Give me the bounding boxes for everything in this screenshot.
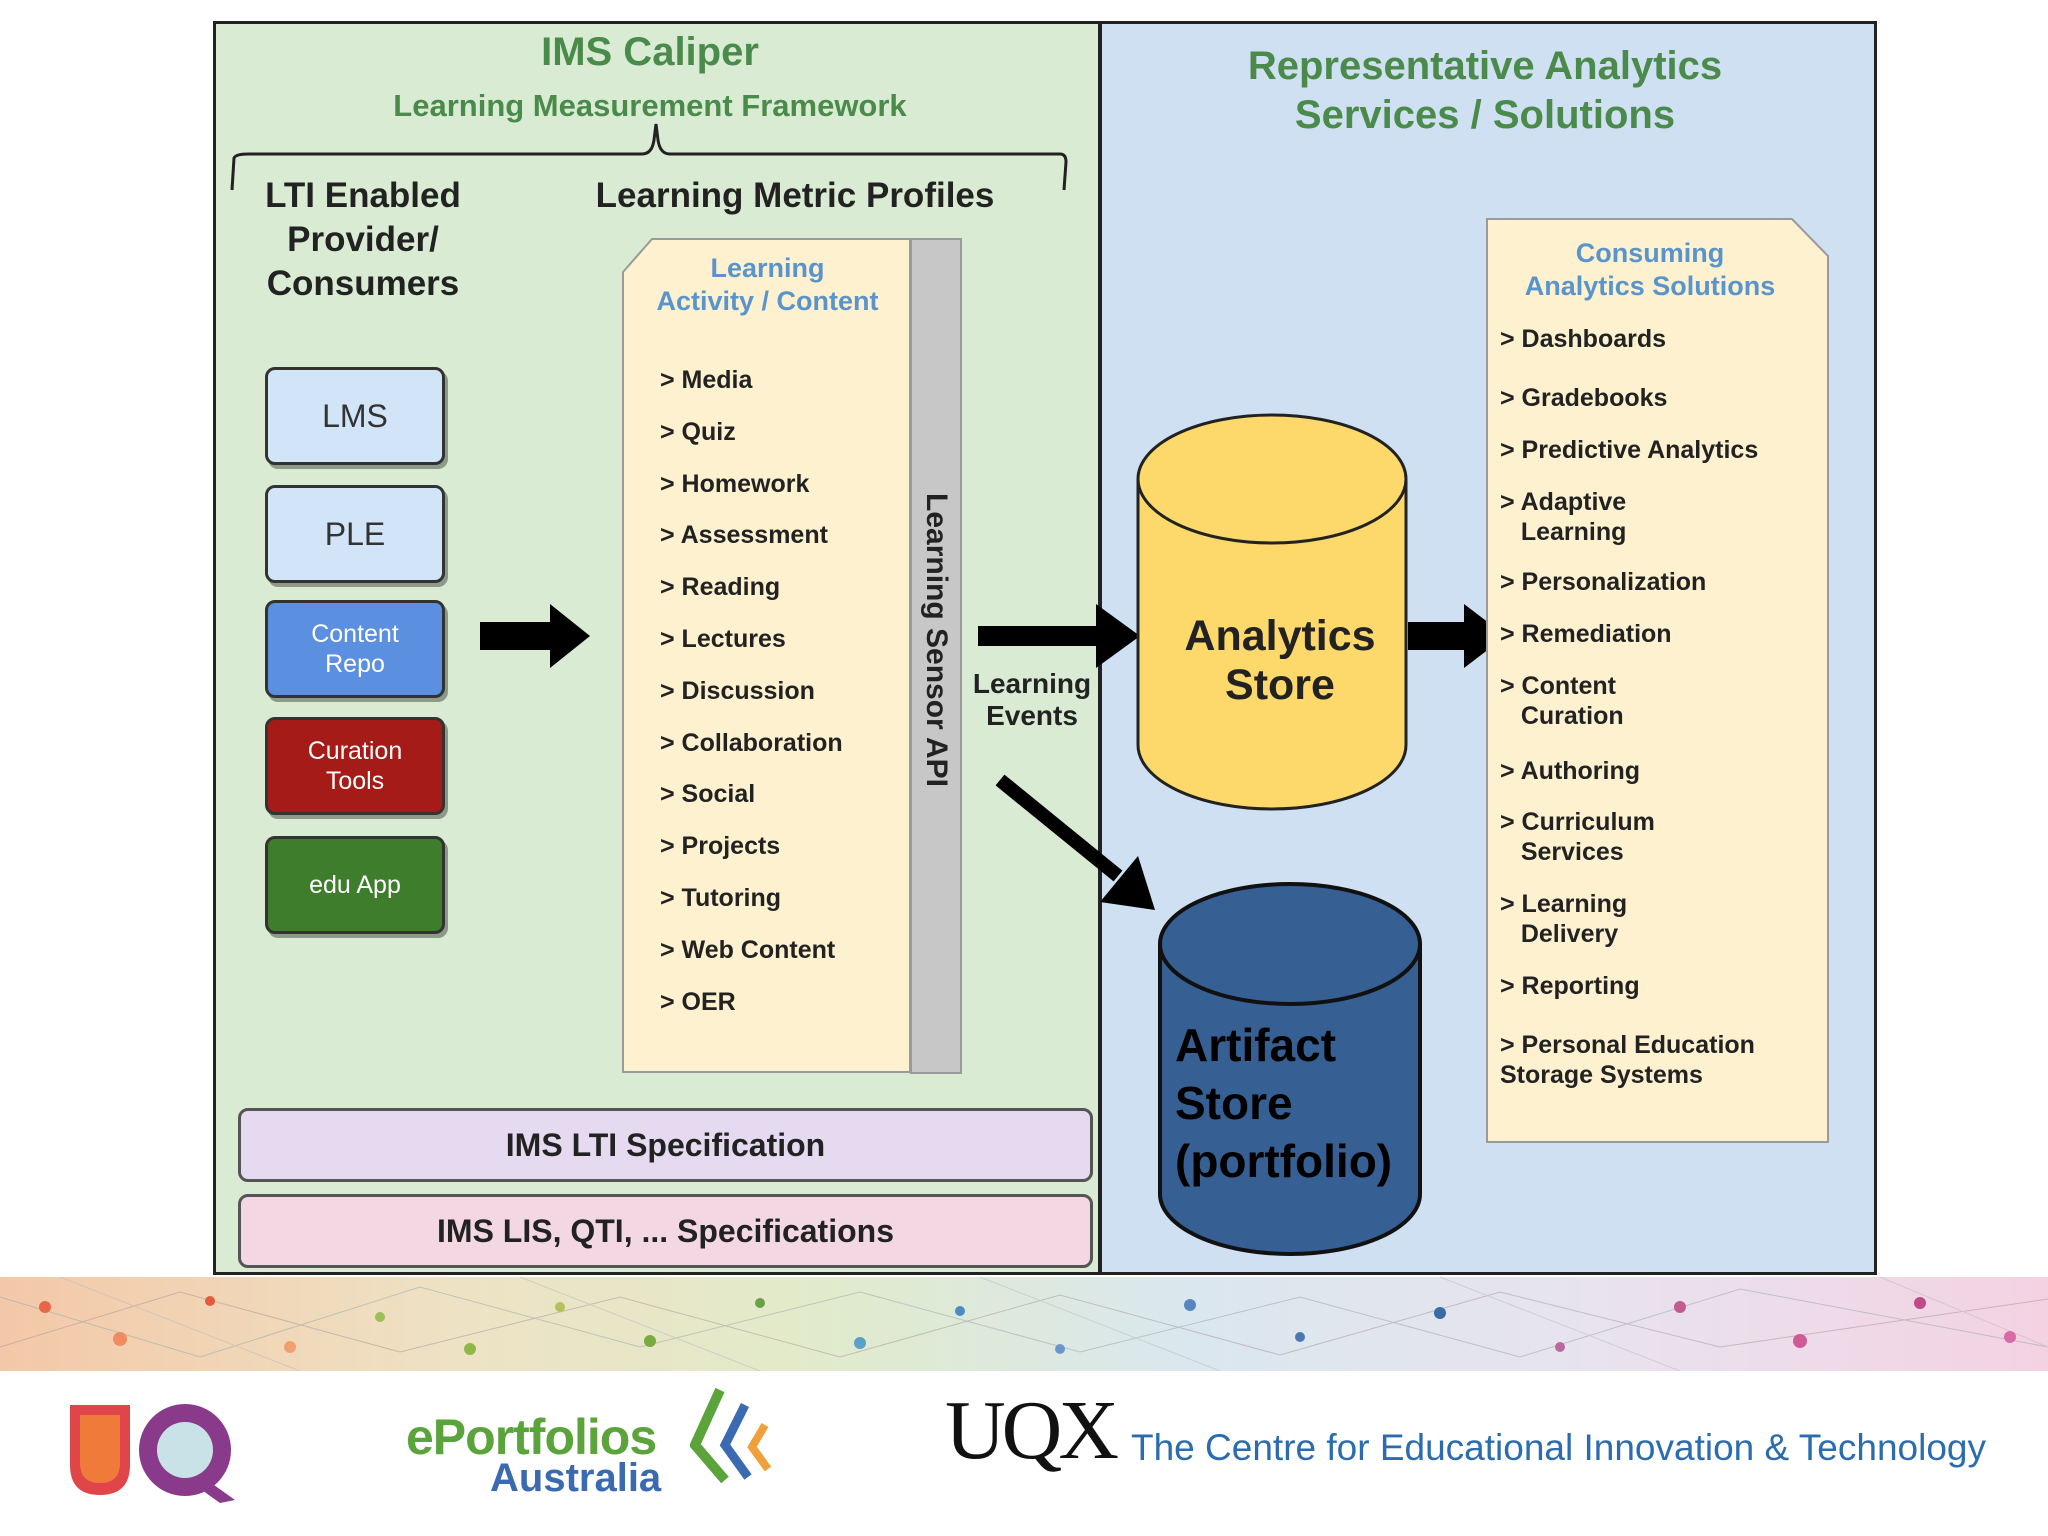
consuming-item: > Reporting (1500, 972, 1640, 1000)
centre-name: The Centre for Educational Innovation & … (1131, 1427, 1986, 1468)
consuming-item: > Dashboards (1500, 325, 1667, 353)
activity-item: > Social (660, 780, 756, 809)
lti-spec-bar: IMS LTI Specification (238, 1108, 1093, 1182)
activity-item: > OER (660, 987, 736, 1016)
network-banner-dots (0, 1277, 2048, 1371)
activity-item: > Projects (660, 832, 781, 861)
sensor-api-bar (910, 238, 962, 1074)
eportfolios-wordmark-sub: Australia (490, 1456, 662, 1500)
consuming-item: > Gradebooks (1500, 384, 1668, 412)
sensor-api-label: Learning Sensor API (920, 493, 953, 787)
eportfolios-wordmark: ePortfolios (406, 1409, 657, 1465)
consuming-item: > Authoring (1500, 757, 1641, 785)
uq-logo-icon (70, 1404, 235, 1503)
analytics-store-cylinder (1136, 413, 1408, 811)
consuming-item: > Predictive Analytics (1500, 436, 1759, 464)
activity-doc-shape (622, 238, 911, 1073)
arrow-right-icon (1408, 604, 1506, 668)
arrow-right-icon (480, 604, 590, 668)
analytics-store-label: Analytics Store (1184, 612, 1376, 709)
artifact-store-cylinder (1158, 882, 1422, 1256)
arrow-diagonal-icon (995, 774, 1155, 910)
consuming-item: > Content Curation (1500, 672, 1624, 730)
content-repo-button: Content Repo (265, 600, 445, 698)
caliper-subtitle: Learning Measurement Framework (393, 88, 907, 123)
consuming-title: Consuming Analytics Solutions (1524, 238, 1776, 301)
network-banner (0, 1277, 2048, 1371)
uqx-wordmark: UQX (945, 1384, 1119, 1477)
activity-item: > Discussion (660, 676, 815, 705)
lis-spec-bar: IMS LIS, QTI, ... Specifications (238, 1194, 1093, 1268)
consuming-item: > Remediation (1500, 620, 1672, 648)
consuming-item: > Personalization (1500, 568, 1707, 596)
events-label: Learning Events (972, 668, 1092, 731)
ple-button: PLE (265, 485, 445, 583)
activity-item: > Media (660, 366, 753, 394)
profiles-heading: Learning Metric Profiles (595, 176, 995, 215)
edu-app-button: edu App (265, 836, 445, 934)
activity-item: > Homework (660, 469, 810, 498)
consuming-item: > Adaptive Learning (1500, 488, 1627, 546)
analytics-title: Representative Analytics Services / Solu… (1247, 44, 1723, 137)
eportfolios-chevron-icon (690, 1387, 772, 1484)
activity-item: > Lectures (660, 625, 786, 653)
consuming-doc-shape (1486, 218, 1829, 1143)
lms-button: LMS (265, 367, 445, 465)
lti-heading: LTI Enabled Provider/ Consumers (265, 176, 461, 303)
activity-item: > Assessment (660, 521, 828, 550)
consuming-item: > Learning Delivery (1500, 890, 1628, 948)
curation-tools-button: Curation Tools (265, 717, 445, 815)
consuming-item: > Personal Education Storage Systems (1500, 1031, 1755, 1089)
activity-item: > Reading (660, 573, 781, 602)
arrow-right-icon (978, 604, 1140, 668)
consuming-item: > Curriculum Services (1500, 808, 1655, 866)
activity-item: > Collaboration (660, 728, 843, 757)
caliper-brace (230, 123, 1068, 191)
artifact-store-label: Artifact Store (portfolio) (1175, 1019, 1393, 1187)
activity-title: Learning Activity / Content (656, 253, 879, 316)
caliper-title: IMS Caliper (541, 30, 759, 74)
activity-item: > Tutoring (660, 884, 782, 912)
activity-item: > Web Content (660, 935, 836, 964)
activity-item: > Quiz (660, 417, 736, 446)
